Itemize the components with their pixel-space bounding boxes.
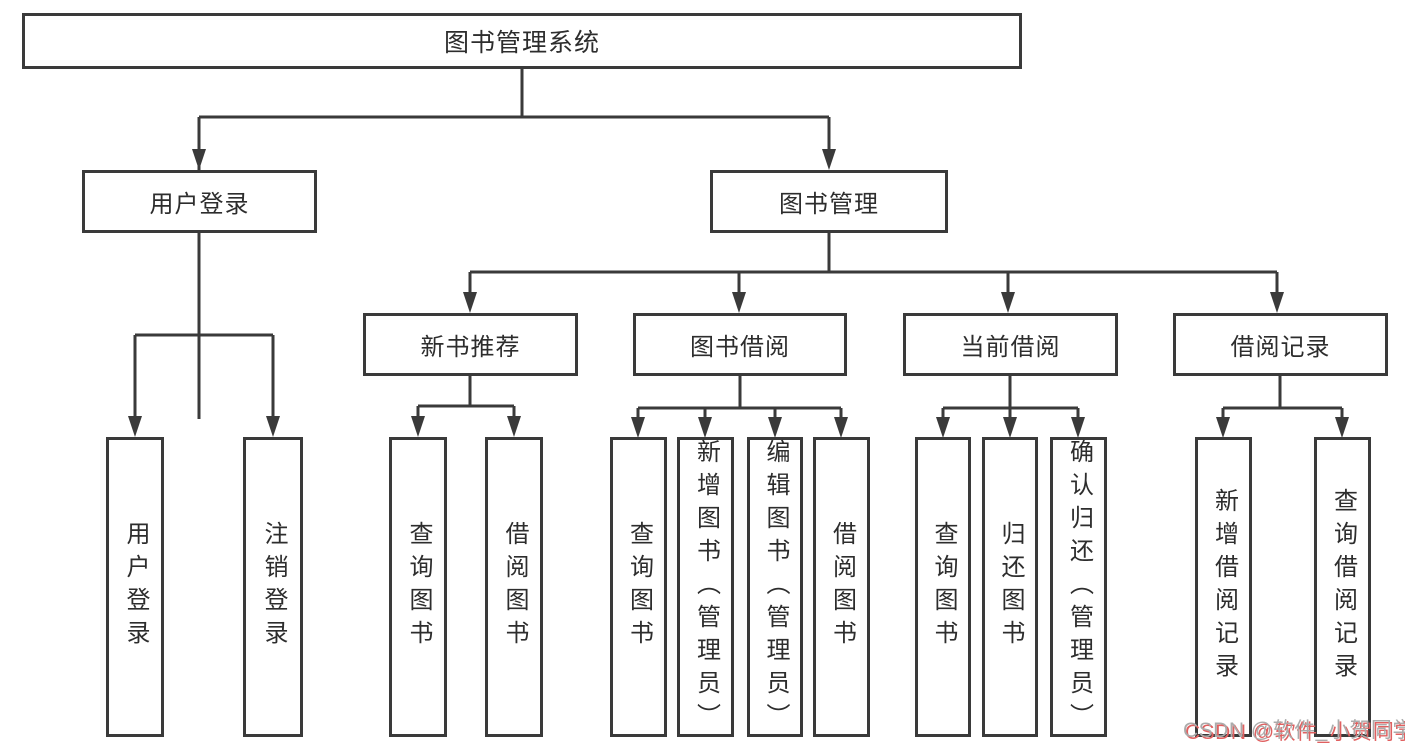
connector-borrowing-records (1216, 376, 1349, 438)
node-label: 确认归还（管理员） (1065, 438, 1093, 736)
node-label: 新增图书（管理员） (692, 438, 720, 736)
node-book-borrowing: 图书借阅 (633, 313, 847, 376)
connector-root (192, 69, 836, 419)
node-label: 注销登录 (260, 521, 287, 653)
leaf-user-login: 用户登录 (106, 437, 164, 737)
leaf-borrow-books-borrowing: 借阅图书 (813, 437, 870, 737)
leaf-add-borrow-record: 新增借阅记录 (1195, 437, 1252, 737)
node-label: 图书管理系统 (443, 29, 600, 57)
connector-book-borrowing (631, 376, 848, 438)
connector-user-login (128, 233, 280, 437)
node-label: 用户登录 (149, 191, 250, 218)
leaf-logout: 注销登录 (243, 437, 303, 737)
node-label: 当前借阅 (960, 334, 1061, 361)
csdn-watermark: CSDN @软件_小贺同学 (1183, 719, 1405, 742)
leaf-add-book-admin: 新增图书（管理员） (677, 437, 734, 737)
leaf-confirm-return-admin: 确认归还（管理员） (1050, 437, 1107, 737)
node-label: 查询图书 (930, 521, 957, 653)
node-label: 新增借阅记录 (1210, 488, 1238, 686)
node-label: 归还图书 (997, 521, 1024, 653)
connector-new-book-recommend (411, 376, 521, 437)
node-new-book-recommend: 新书推荐 (363, 313, 578, 376)
leaf-query-books-recommend: 查询图书 (389, 437, 447, 737)
node-label: 图书管理 (779, 191, 879, 218)
leaf-query-books-current: 查询图书 (915, 437, 971, 737)
node-user-login: 用户登录 (82, 170, 317, 233)
connector-current-borrowing (936, 376, 1085, 438)
node-label: 编辑图书（管理员） (762, 438, 789, 736)
node-current-borrowing: 当前借阅 (903, 313, 1118, 376)
leaf-query-borrow-record: 查询借阅记录 (1314, 437, 1371, 737)
leaf-return-books: 归还图书 (982, 437, 1038, 737)
node-label: 用户登录 (122, 521, 149, 653)
node-label: 图书借阅 (690, 334, 790, 361)
node-label: 查询图书 (625, 521, 653, 653)
leaf-edit-book-admin: 编辑图书（管理员） (747, 437, 803, 737)
node-label: 查询图书 (405, 521, 432, 653)
node-label: 查询借阅记录 (1329, 488, 1357, 686)
leaf-borrow-books-recommend: 借阅图书 (485, 437, 543, 737)
node-label: 借阅图书 (501, 521, 528, 653)
node-label: 新书推荐 (420, 334, 521, 361)
node-borrowing-records: 借阅记录 (1173, 313, 1388, 376)
node-library-system: 图书管理系统 (22, 13, 1022, 69)
node-label: 借阅图书 (828, 521, 856, 653)
node-book-management: 图书管理 (710, 170, 948, 233)
leaf-query-books-borrowing: 查询图书 (610, 437, 667, 737)
node-label: 借阅记录 (1230, 334, 1331, 361)
connector-book-management (463, 233, 1284, 313)
